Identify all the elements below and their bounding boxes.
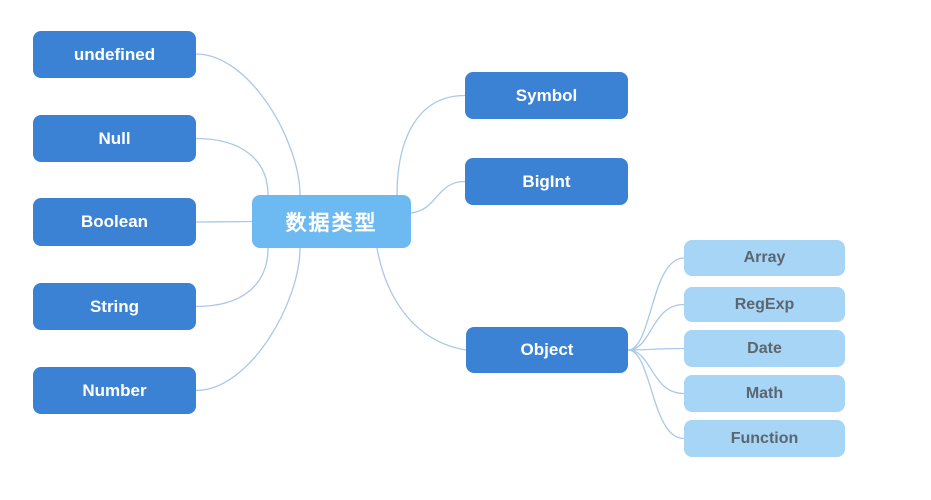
edge-root-string — [195, 247, 269, 308]
node-date[interactable]: Date — [684, 330, 845, 367]
edge-object-function — [627, 349, 685, 440]
edge-root-bigint — [410, 180, 466, 214]
edge-object-array — [627, 257, 685, 351]
edge-object-regexp — [627, 303, 685, 351]
node-root-data-types[interactable]: 数据类型 — [252, 195, 411, 248]
node-null[interactable]: Null — [33, 115, 196, 162]
node-boolean[interactable]: Boolean — [33, 198, 196, 246]
edge-root-symbol — [396, 94, 466, 196]
node-bigint[interactable]: BigInt — [465, 158, 628, 205]
edge-root-number — [195, 247, 301, 392]
node-object[interactable]: Object — [466, 327, 628, 373]
node-undefined[interactable]: undefined — [33, 31, 196, 78]
edge-object-math — [627, 349, 685, 395]
node-function[interactable]: Function — [684, 420, 845, 457]
edge-object-date — [627, 347, 685, 351]
node-symbol[interactable]: Symbol — [465, 72, 628, 119]
edge-root-undefined — [195, 53, 301, 196]
node-regexp[interactable]: RegExp — [684, 287, 845, 322]
node-string[interactable]: String — [33, 283, 196, 330]
edge-root-boolean — [195, 220, 253, 223]
node-math[interactable]: Math — [684, 375, 845, 412]
edge-root-object — [376, 247, 467, 351]
edge-root-null — [195, 137, 269, 196]
node-number[interactable]: Number — [33, 367, 196, 414]
node-array[interactable]: Array — [684, 240, 845, 276]
